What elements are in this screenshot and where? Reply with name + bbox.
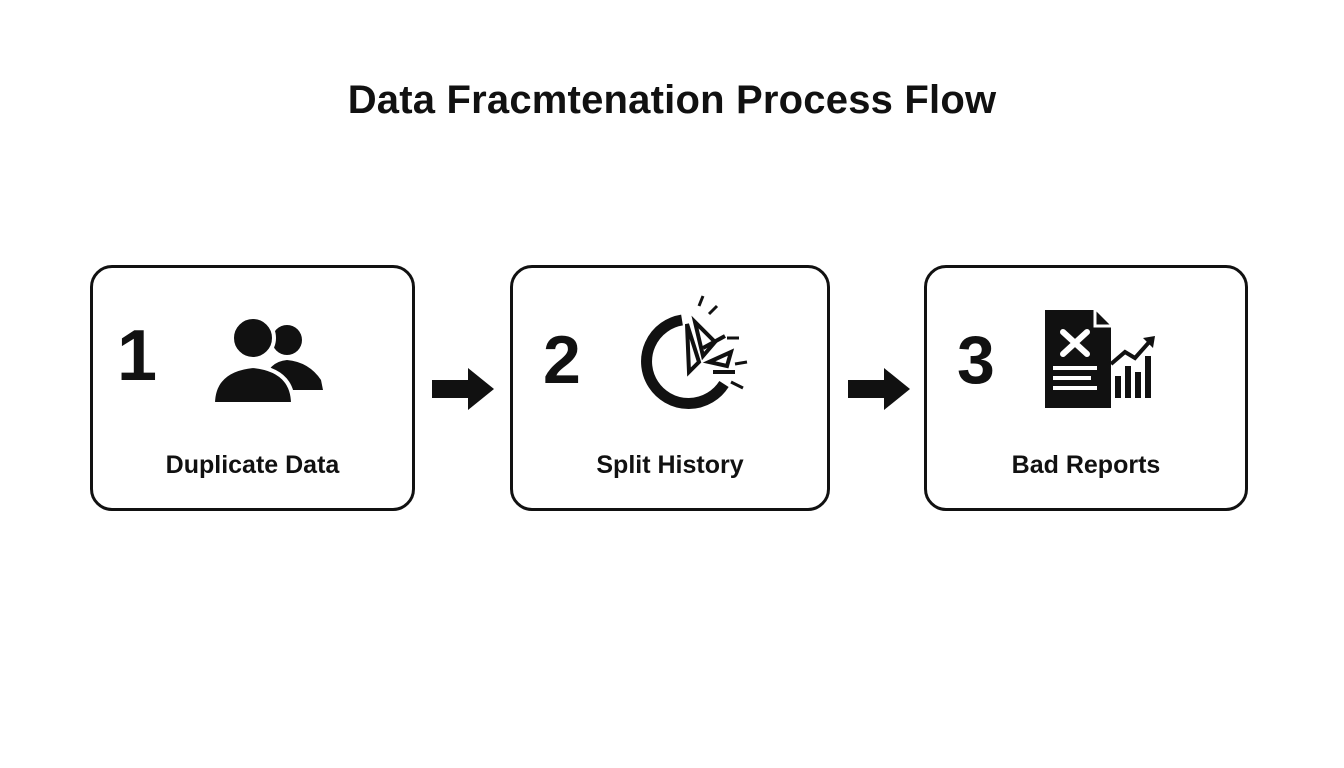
- error-report-chart-icon: [1045, 310, 1155, 408]
- step-number: 3: [957, 322, 995, 398]
- arrow-right-icon: [848, 368, 910, 410]
- step-number: 2: [543, 322, 581, 398]
- step-label: Duplicate Data: [165, 451, 340, 479]
- step-duplicate-data: 1 Duplicate Data: [90, 265, 415, 511]
- arrow-right-icon: [432, 368, 494, 410]
- step-bad-reports: 3 Bad Reports: [924, 265, 1248, 511]
- step-label: Split History: [596, 451, 744, 479]
- diagram-title: Data Fracmtenation Process Flow: [347, 78, 997, 122]
- step-label: Bad Reports: [1011, 451, 1161, 479]
- step-split-history: 2 Split History: [510, 265, 830, 511]
- users-icon: [211, 315, 323, 406]
- broken-pie-chart-icon: [641, 295, 748, 409]
- step-number: 1: [117, 316, 158, 396]
